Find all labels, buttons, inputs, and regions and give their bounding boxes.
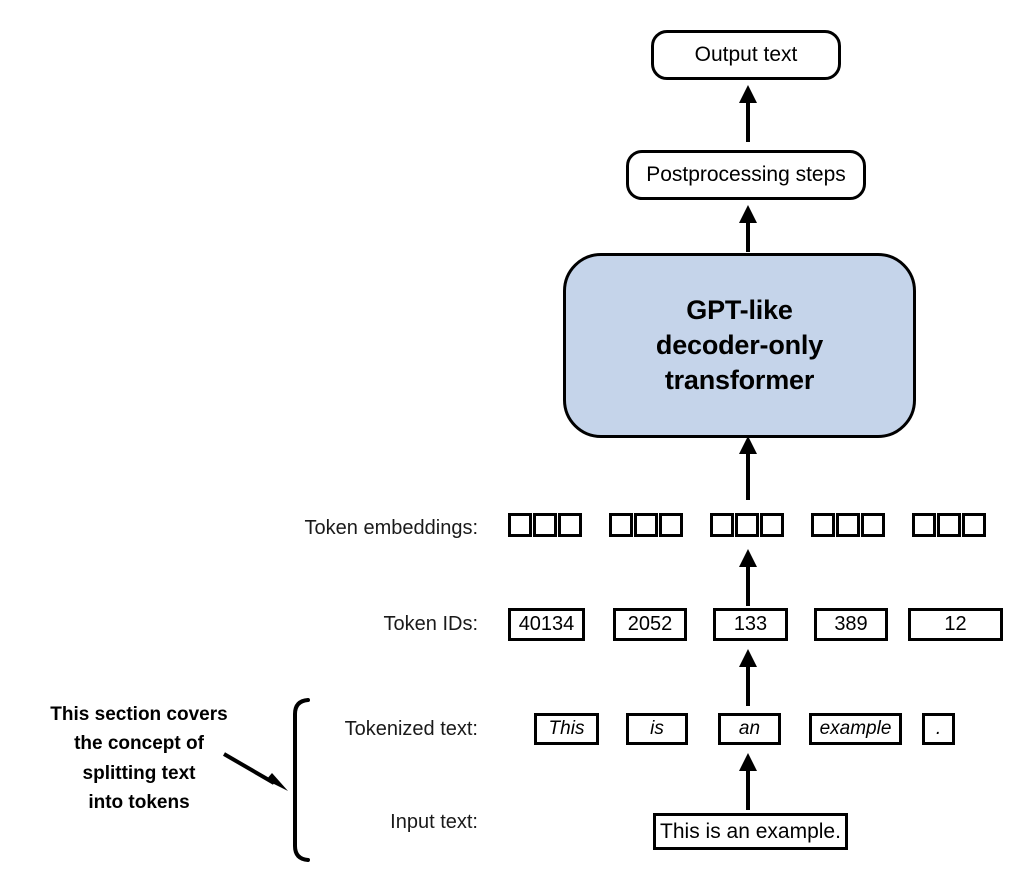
embedding-cell — [533, 513, 557, 537]
output-text-label: Output text — [694, 43, 798, 66]
embedding-cell — [962, 513, 986, 537]
token-box-2: an — [718, 713, 781, 745]
embedding-cell — [735, 513, 759, 537]
token-value: an — [738, 718, 761, 739]
token-box-4: . — [922, 713, 955, 745]
annotation-text: This section covers the concept of split… — [50, 704, 228, 814]
embedding-cell — [508, 513, 532, 537]
arrow-tokenids-to-embeddings — [739, 549, 757, 606]
embedding-group-3 — [811, 513, 885, 537]
embedding-cell — [861, 513, 885, 537]
output-text-box: Output text — [651, 30, 841, 80]
token-id-value: 40134 — [518, 613, 575, 635]
postprocessing-box: Postprocessing steps — [626, 150, 866, 200]
embedding-cell — [836, 513, 860, 537]
token-box-3: example — [809, 713, 902, 745]
token-id-box-0: 40134 — [508, 608, 585, 641]
token-ids-label: Token IDs: — [383, 613, 478, 635]
postprocessing-label: Postprocessing steps — [646, 163, 846, 186]
embedding-group-0 — [508, 513, 582, 537]
arrow-postprocessing-to-output — [739, 85, 757, 142]
arrow-input-to-tokenized — [739, 753, 757, 810]
arrow-model-to-postprocessing — [739, 205, 757, 252]
embedding-group-4 — [912, 513, 986, 537]
token-id-box-1: 2052 — [613, 608, 687, 641]
embedding-cell — [558, 513, 582, 537]
token-id-value: 389 — [834, 613, 868, 635]
arrow-tokenized-to-tokenids — [739, 649, 757, 706]
input-text-label: Input text: — [390, 811, 478, 833]
embedding-group-1 — [609, 513, 683, 537]
annotation-arrow — [222, 752, 288, 791]
token-value: is — [650, 718, 664, 739]
embedding-cell — [760, 513, 784, 537]
arrow-embeddings-to-model — [739, 436, 757, 500]
input-text-box: This is an example. — [653, 813, 848, 850]
token-embeddings-label: Token embeddings: — [304, 517, 478, 539]
token-id-box-4: 12 — [908, 608, 1003, 641]
embedding-cell — [811, 513, 835, 537]
embedding-cell — [912, 513, 936, 537]
token-id-box-3: 389 — [814, 608, 888, 641]
embedding-cell — [659, 513, 683, 537]
model-label: GPT-like decoder-only transformer — [655, 294, 824, 396]
token-id-value: 12 — [944, 613, 967, 635]
token-box-1: is — [626, 713, 688, 745]
tokenized-text-label: Tokenized text: — [344, 718, 478, 740]
section-bracket — [293, 698, 310, 862]
model-box: GPT-like decoder-only transformer — [563, 253, 916, 438]
token-id-box-2: 133 — [713, 608, 788, 641]
embedding-cell — [937, 513, 961, 537]
embedding-group-2 — [710, 513, 784, 537]
token-value: . — [935, 718, 942, 739]
token-id-value: 133 — [733, 613, 768, 635]
token-value: This — [548, 718, 585, 739]
input-text-value: This is an example. — [660, 819, 841, 843]
embedding-cell — [710, 513, 734, 537]
embedding-cell — [634, 513, 658, 537]
token-id-value: 2052 — [627, 613, 673, 635]
embedding-cell — [609, 513, 633, 537]
token-box-0: This — [534, 713, 599, 745]
token-value: example — [819, 718, 892, 739]
